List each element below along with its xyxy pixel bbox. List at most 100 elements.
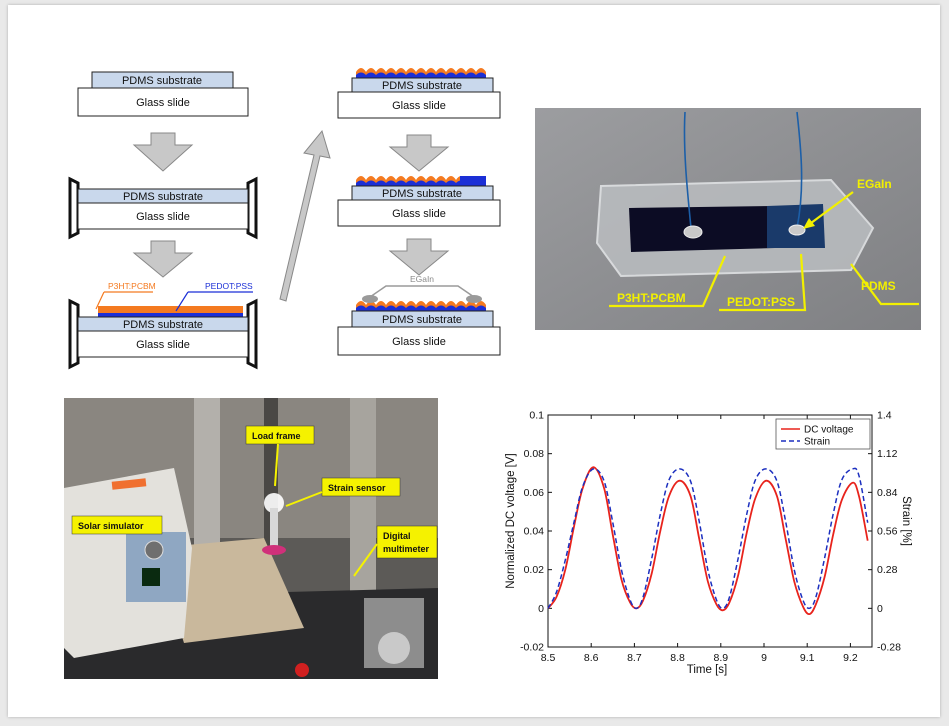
strain-sensor-pointer xyxy=(285,491,323,507)
p3ht-label: P3HT:PCBM xyxy=(108,281,156,291)
egain-drop-left xyxy=(362,295,378,303)
load-frame-label: Load frame xyxy=(252,431,301,441)
x-tick-label: 9 xyxy=(761,652,767,664)
egain-pointer xyxy=(806,191,854,227)
egain-label: EGaIn xyxy=(410,274,434,284)
step5-blue-pad xyxy=(460,176,486,186)
device-wire-left xyxy=(683,111,692,229)
step6-glass-label: Glass slide xyxy=(392,336,446,348)
y2-tick-label: 0 xyxy=(877,603,883,615)
y2-tick-label: 1.12 xyxy=(877,448,898,460)
pedot-pointer xyxy=(719,253,807,312)
step2-stack: PDMS substrate Glass slide xyxy=(68,176,258,240)
step3-left-clamp xyxy=(68,298,80,370)
step6-pdms-label: PDMS substrate xyxy=(382,314,462,326)
x-tick-label: 8.6 xyxy=(584,652,599,664)
step2-glass-label: Glass slide xyxy=(136,211,190,223)
y-tick-label: 0 xyxy=(538,603,544,615)
egain-pointer-head xyxy=(803,218,815,229)
step4-wave-blue xyxy=(356,72,486,78)
load-frame-pointer xyxy=(274,443,279,487)
step3-stack: PDMS substrate Glass slide P3HT:PCBM PED… xyxy=(68,281,258,370)
load-frame-column-right xyxy=(350,398,376,628)
down-arrow-1 xyxy=(132,132,194,172)
step6-stack: EGaIn PDMS substrate Glass slide xyxy=(337,274,501,356)
step6-wave-blue xyxy=(356,305,486,311)
x-tick-label: 9.1 xyxy=(800,652,815,664)
digital-multimeter-label-2: multimeter xyxy=(383,544,430,554)
strain-sensor-tag xyxy=(321,477,401,497)
pedot-leader-2 xyxy=(175,291,189,312)
step3-right-clamp xyxy=(246,298,258,370)
pdms-pointer xyxy=(850,263,919,306)
setup-photo: Load frame Strain sensor Solar simulator… xyxy=(64,398,438,679)
step5-stack: PDMS substrate Glass slide xyxy=(337,176,501,227)
legend-box xyxy=(775,418,871,450)
fabrication-diagram: PDMS substrate Glass slide PDMS substrat… xyxy=(68,68,501,370)
step3-pedot-layer xyxy=(173,306,243,313)
photo-egain-label: EGaIn xyxy=(857,177,892,191)
y-tick-label: 0.04 xyxy=(524,526,545,538)
x-tick-label: 8.5 xyxy=(541,652,556,664)
egain-wire xyxy=(369,285,475,298)
down-arrow-4 xyxy=(388,238,450,276)
strain-sensor-glow xyxy=(264,493,284,513)
load-frame-tag xyxy=(245,425,315,445)
y2-tick-label: 1.4 xyxy=(877,410,892,422)
strain-line xyxy=(547,467,869,610)
y2-tick-label: 0.56 xyxy=(877,526,898,538)
step2-left-clamp xyxy=(68,176,80,240)
step5-wave-blue xyxy=(356,180,486,186)
step2-glass xyxy=(77,202,249,230)
y-tick-label: 0.02 xyxy=(524,564,545,576)
dc-voltage-line xyxy=(547,466,869,616)
step4-pdms-label: PDMS substrate xyxy=(382,80,462,92)
step4-stack: PDMS substrate Glass slide xyxy=(337,68,501,119)
digital-multimeter-tag xyxy=(376,525,438,559)
step2-pdms-label: PDMS substrate xyxy=(123,191,203,203)
device-egain-left xyxy=(683,225,703,239)
step1-glass-label: Glass slide xyxy=(136,97,190,109)
step1-pdms-label: PDMS substrate xyxy=(122,75,202,87)
step3-glass-label: Glass slide xyxy=(136,339,190,351)
down-arrow-3 xyxy=(388,134,450,172)
chart-series xyxy=(547,466,869,616)
y-tick-label: 0.1 xyxy=(529,410,544,422)
y2-axis-label: Strain [%] xyxy=(900,496,912,546)
legend-label: DC voltage xyxy=(804,425,854,436)
photo-pdms-label: PDMS xyxy=(861,279,896,293)
device-wire-right xyxy=(796,111,803,229)
pedot-label: PEDOT:PSS xyxy=(205,281,253,291)
step4-glass-label: Glass slide xyxy=(392,100,446,112)
legend-label: Strain xyxy=(804,437,830,448)
step5-glass xyxy=(337,199,501,227)
step3-pedot-blue xyxy=(98,313,243,317)
y2-tick-label: 0.28 xyxy=(877,564,898,576)
photo-pedot-label: PEDOT:PSS xyxy=(727,295,795,309)
y-tick-label: 0.08 xyxy=(524,448,545,460)
p3ht-leader-2 xyxy=(95,291,105,310)
solar-simulator-label: Solar simulator xyxy=(78,521,144,531)
p3ht-pointer xyxy=(609,255,727,308)
x-tick-label: 8.7 xyxy=(627,652,642,664)
digital-multimeter-label-1: Digital xyxy=(383,531,411,541)
step1-glass xyxy=(77,87,249,117)
step1-stack: PDMS substrate Glass slide xyxy=(77,71,249,117)
photo-p3ht-label: P3HT:PCBM xyxy=(617,291,686,305)
simulator-knob xyxy=(144,540,164,560)
device-photo: EGaIn P3HT:PCBM PEDOT:PSS PDMS xyxy=(535,108,921,330)
step3-pdms-label: PDMS substrate xyxy=(123,319,203,331)
digital-multimeter-pointer xyxy=(353,543,378,577)
egain-drop-right xyxy=(466,295,482,303)
x-axis-label: Time [s] xyxy=(687,664,727,676)
diagonal-arrow xyxy=(279,129,331,302)
step5-glass-label: Glass slide xyxy=(392,208,446,220)
solar-simulator-tag xyxy=(71,515,163,535)
step2-right-clamp xyxy=(246,176,258,240)
strain-sensor-label: Strain sensor xyxy=(328,483,386,493)
device-egain-right xyxy=(788,224,806,236)
y2-tick-label: -0.28 xyxy=(877,642,901,654)
